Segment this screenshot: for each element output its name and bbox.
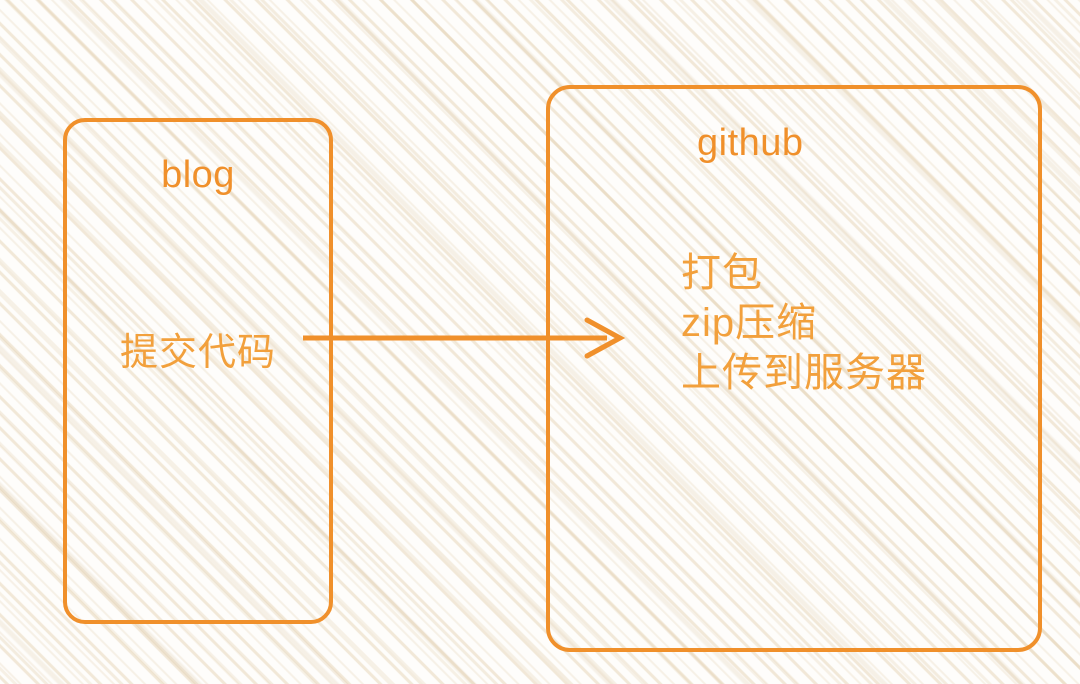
github-node-title: github bbox=[697, 122, 804, 164]
github-step-item: 打包 bbox=[681, 251, 763, 295]
github-node-box[interactable] bbox=[546, 85, 1042, 652]
github-step-item: zip压缩 bbox=[681, 301, 818, 345]
github-node-steps-list: 打包 zip压缩 上传到服务器 bbox=[681, 248, 927, 398]
blog-node-box[interactable] bbox=[63, 118, 333, 624]
blog-node-title: blog bbox=[161, 154, 235, 196]
flow-connector-arrow-icon bbox=[303, 317, 626, 359]
blog-node-action-label: 提交代码 bbox=[119, 332, 276, 374]
github-step-item: 上传到服务器 bbox=[681, 351, 927, 395]
